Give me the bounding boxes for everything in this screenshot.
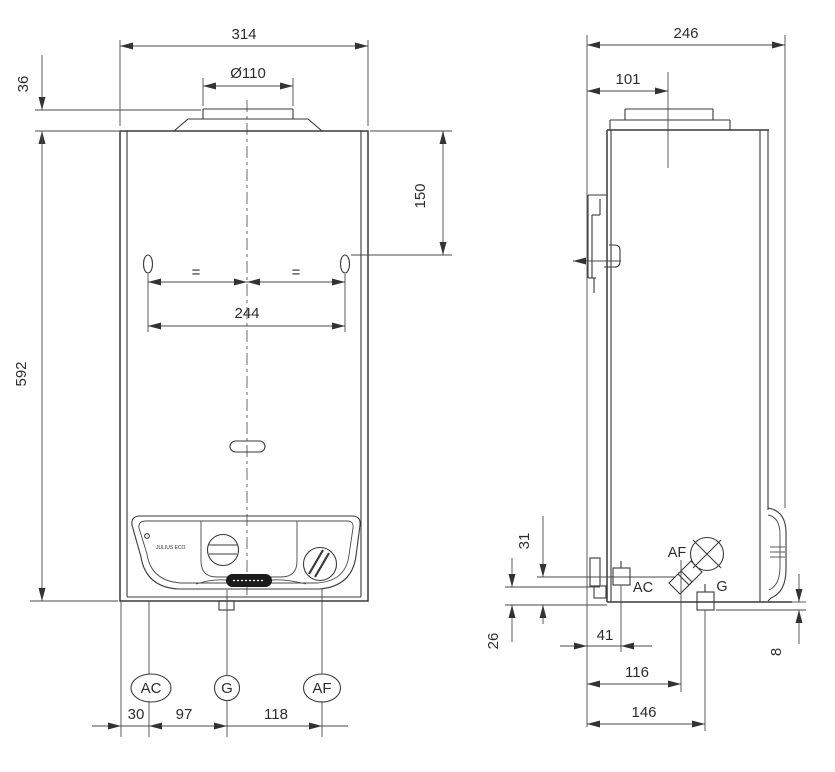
dim-hole-spacing: = = 244 [147, 264, 346, 332]
front-body [119, 130, 369, 611]
selector-knob [302, 546, 338, 582]
hook-direction-arrow [573, 257, 586, 265]
side-af-connection: AF [668, 536, 725, 692]
side-ac-label: AC [633, 580, 653, 596]
conn-g-label: G [221, 680, 233, 697]
front-mounting-holes [142, 254, 351, 274]
dim-side-depth-label: 246 [673, 25, 698, 42]
dim-flue-height: 36 [15, 55, 201, 144]
side-g-label: G [716, 579, 727, 595]
dim-ac-offset-label: 30 [128, 706, 145, 723]
dim-af-depth-label: 116 [625, 664, 649, 681]
side-g-connection: G [696, 579, 806, 731]
dim-front-width-label: 314 [231, 26, 256, 43]
dim-front-height: 592 [13, 131, 118, 602]
dim-ac-height: 31 [516, 516, 547, 624]
side-flue-collar [609, 108, 731, 130]
dim-g-protrusion-label: 8 [768, 648, 785, 656]
conn-ac-label: AC [141, 680, 162, 697]
dim-ac-depth: 41 [560, 627, 652, 650]
dim-front-width: 314 [119, 26, 369, 126]
side-af-label: AF [668, 545, 687, 561]
front-view: JULIUS ECO 314 Ø110 [13, 26, 452, 737]
side-panel-bulge [767, 507, 787, 602]
side-ac-connection: AC [505, 561, 675, 652]
dim-holes-from-top-label: 150 [412, 183, 429, 208]
front-flue-collar [173, 108, 323, 132]
dim-flue-diameter: Ø110 [202, 65, 294, 106]
side-body [606, 129, 806, 603]
dim-flue-diameter-label: Ø110 [230, 65, 266, 82]
front-bottom-tab [218, 600, 235, 611]
wall-bracket-upper [573, 194, 621, 293]
equal-mark-right: = [292, 264, 301, 281]
dim-g-to-af-label: 118 [264, 706, 288, 723]
indicator-led [144, 533, 150, 539]
dim-holes-from-top: 150 [351, 130, 452, 256]
panel-brand-text: JULIUS ECO [156, 545, 186, 551]
front-control-panel: JULIUS ECO [131, 515, 361, 590]
dim-front-connections: 30 97 118 [92, 706, 348, 730]
front-connection-labels: AC G AF [120, 589, 342, 737]
dim-hole-spacing-label: 244 [234, 305, 259, 322]
dim-side-depth: 246 [587, 25, 785, 49]
dim-af-depth: 116 [587, 664, 681, 688]
dim-ac-to-g-label: 97 [176, 706, 193, 723]
hanging-hook [604, 244, 621, 268]
dim-g-depth: 146 [587, 704, 705, 728]
dim-flue-height-label: 36 [15, 76, 32, 93]
dim-ac-depth-label: 41 [597, 627, 614, 644]
dim-flue-offset-label: 101 [615, 71, 640, 88]
dim-pipe-drop-label: 26 [485, 633, 502, 650]
dim-front-height-label: 592 [13, 361, 30, 386]
conn-af-label: AF [312, 680, 331, 697]
dim-g-protrusion: 8 [768, 574, 803, 656]
side-view: 246 101 [485, 25, 806, 731]
dim-ac-height-label: 31 [516, 533, 533, 550]
temperature-knob [206, 533, 240, 567]
equal-mark-left: = [192, 264, 201, 281]
dim-g-depth-label: 146 [631, 704, 656, 721]
front-inspection-slot [229, 440, 266, 453]
dim-pipe-drop: 26 [485, 558, 516, 649]
wall-bracket-lower [589, 557, 607, 599]
